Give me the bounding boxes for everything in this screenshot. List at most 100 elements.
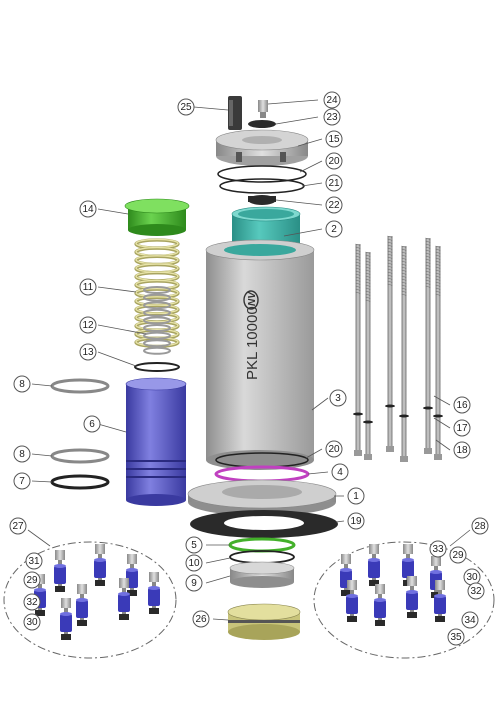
callout-label: 29 <box>452 550 464 561</box>
callout-label: 6 <box>89 419 95 430</box>
callout-label: 8 <box>19 379 25 390</box>
callout-c25: 25 <box>177 98 195 116</box>
part-20-oring-top <box>217 165 307 183</box>
callout-c7: 7 <box>13 472 31 490</box>
callout-label: 32 <box>470 586 482 597</box>
callout-c10: 10 <box>185 554 203 572</box>
part-12-inner-spring <box>143 286 171 355</box>
callout-c23: 23 <box>323 108 341 126</box>
callout-label: 34 <box>464 615 476 626</box>
callout-c6: 6 <box>83 415 101 433</box>
callout-label: 8 <box>19 449 25 460</box>
callout-label: 5 <box>191 540 197 551</box>
callout-label: 28 <box>474 521 486 532</box>
callout-c31: 31 <box>25 552 43 570</box>
callout-label: 31 <box>28 556 40 567</box>
part-1-flange <box>187 479 337 516</box>
callouts: 1234567889101112131415161718192020212223… <box>9 91 489 646</box>
callout-c34: 34 <box>461 611 479 629</box>
callout-c8b: 8 <box>13 445 31 463</box>
callout-label: 21 <box>328 178 340 189</box>
callout-c4: 4 <box>331 463 349 481</box>
callout-c17: 17 <box>453 419 471 437</box>
callout-label: 22 <box>328 200 340 211</box>
callout-c35: 35 <box>447 628 465 646</box>
callout-label: 19 <box>350 516 362 527</box>
callout-label: 13 <box>82 347 94 358</box>
part-15-top-cap <box>215 129 309 166</box>
brand-logo: NV <box>243 290 259 310</box>
callout-label: 1 <box>353 491 359 502</box>
product-label: PKL 10000 <box>244 306 261 380</box>
callout-c5: 5 <box>185 536 203 554</box>
subassembly-27-outline <box>3 541 177 659</box>
tie-rods <box>353 235 443 462</box>
callout-label: 27 <box>12 521 24 532</box>
callout-label: 20 <box>328 156 340 167</box>
callout-label: 16 <box>456 400 468 411</box>
callout-label: 9 <box>191 578 197 589</box>
part-13-ring <box>134 362 180 372</box>
part-26-disc <box>227 603 301 640</box>
callout-label: 3 <box>335 393 341 404</box>
callout-c12: 12 <box>79 316 97 334</box>
callout-c13: 13 <box>79 343 97 361</box>
callout-c28: 28 <box>471 517 489 535</box>
callout-c18: 18 <box>453 441 471 459</box>
callout-label: 11 <box>83 282 94 293</box>
callout-c20a: 20 <box>325 152 343 170</box>
callout-c30b: 30 <box>463 568 481 586</box>
logo-text: NV <box>247 291 258 306</box>
callout-c3: 3 <box>329 389 347 407</box>
part-8-clamp-lower <box>50 448 110 464</box>
part-21-ring <box>219 178 305 194</box>
callout-label: 2 <box>331 224 337 235</box>
callout-label: 25 <box>180 102 192 113</box>
callout-label: 30 <box>466 572 478 583</box>
callout-label: 10 <box>188 558 200 569</box>
callout-label: 14 <box>82 204 94 215</box>
part-10-black-ring <box>229 550 295 564</box>
callout-c8a: 8 <box>13 375 31 393</box>
callout-label: 18 <box>456 445 468 456</box>
callout-c20b: 20 <box>325 440 343 458</box>
callout-c16: 16 <box>453 396 471 414</box>
callout-c24: 24 <box>323 91 341 109</box>
callout-c26: 26 <box>192 610 210 628</box>
part-8-clamp-upper <box>50 378 110 394</box>
callout-c21: 21 <box>325 174 343 192</box>
part-19-gasket <box>190 510 338 538</box>
callout-label: 30 <box>26 617 38 628</box>
leader-lines <box>27 99 471 621</box>
part-23-washer <box>248 120 276 128</box>
callout-label: 29 <box>26 575 38 586</box>
callout-c1: 1 <box>347 487 365 505</box>
callout-label: 12 <box>82 320 94 331</box>
callout-c29b: 29 <box>449 546 467 564</box>
callout-c27: 27 <box>9 517 27 535</box>
callout-label: 20 <box>328 444 340 455</box>
part-14-green-cap <box>124 198 190 236</box>
part-9-piston <box>229 561 295 588</box>
callout-c2: 2 <box>325 220 343 238</box>
part-24-screw <box>258 100 268 118</box>
callout-label: 17 <box>456 423 468 434</box>
part-22-seal <box>248 195 276 205</box>
part-7-ring <box>50 474 110 490</box>
part-5-green-ring <box>228 537 296 553</box>
subassembly-28-outline <box>313 541 495 659</box>
callout-c32a: 32 <box>23 593 41 611</box>
callout-c19: 19 <box>347 512 365 530</box>
subassembly-27-parts <box>34 544 160 640</box>
callout-c11: 11 <box>79 278 97 296</box>
part-25-cylinder-plug <box>228 96 242 130</box>
callout-c9: 9 <box>185 574 203 592</box>
callout-c33: 33 <box>429 540 447 558</box>
callout-label: 35 <box>450 632 462 643</box>
callout-c22: 22 <box>325 196 343 214</box>
callout-label: 26 <box>195 614 207 625</box>
callout-label: 33 <box>432 544 444 555</box>
callout-c32b: 32 <box>467 582 485 600</box>
